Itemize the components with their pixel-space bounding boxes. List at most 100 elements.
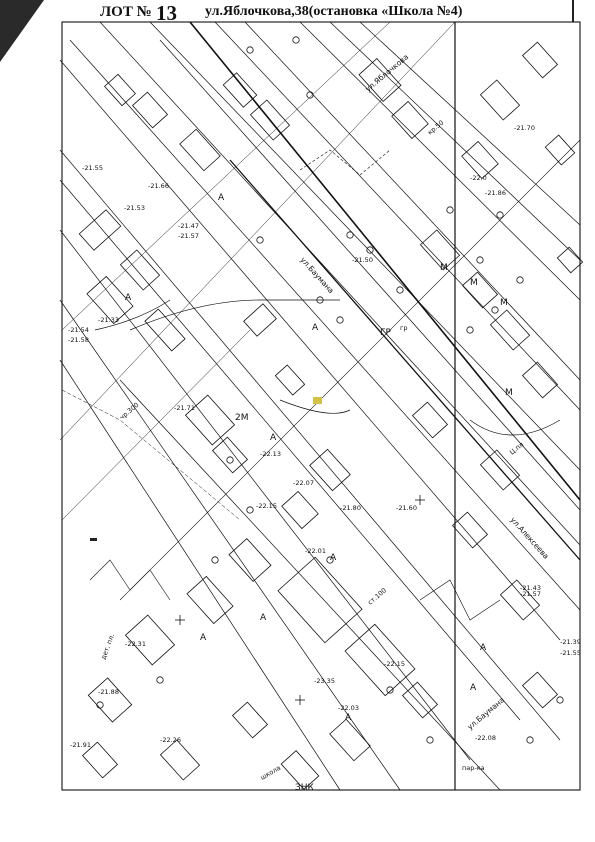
elevation-label: -21.60: [396, 504, 417, 512]
tree-symbol: [246, 506, 254, 514]
building-outline: [329, 718, 371, 762]
building-label: М: [470, 278, 478, 288]
misc-label: Ц.пл: [508, 440, 525, 456]
misc-label: пар-ка: [462, 764, 485, 772]
lot-label: ЛОТ №: [100, 4, 152, 20]
misc-label: кр.50: [426, 119, 445, 137]
tree-symbol: [326, 556, 334, 564]
building-label: М: [500, 298, 508, 308]
street-label: ул.Яблочкова: [364, 52, 411, 93]
elevation-label: -22.15: [256, 502, 277, 510]
building-label: ЗНК: [295, 783, 315, 793]
building-outline: [274, 364, 306, 396]
building-outline: [521, 41, 559, 79]
cross-line: [59, 21, 456, 441]
main-road-line: [189, 21, 581, 501]
street-edge: [119, 379, 501, 791]
building-outline: [249, 99, 291, 141]
street-edge: [149, 21, 581, 471]
building-outline: [281, 490, 319, 530]
margin-dash: [90, 538, 97, 541]
building-outline: [104, 73, 136, 107]
building-outline: [489, 309, 531, 351]
building-outline: [411, 401, 449, 439]
tree-symbol: [516, 276, 524, 284]
elevation-label: -21.91: [70, 741, 91, 749]
building-outline: [358, 58, 402, 102]
elevation-label: -22.26: [160, 736, 181, 744]
building-label: ГР: [380, 328, 391, 338]
target-marker: [313, 397, 322, 404]
building-label: М: [505, 388, 513, 398]
building-outline: [159, 739, 201, 781]
building-outline: [131, 91, 169, 129]
elevation-label: -22.31: [125, 640, 146, 648]
building-outline: [499, 579, 541, 621]
elevation-label: -22.07: [293, 479, 314, 487]
contour-curve: [94, 299, 171, 331]
building-outline: [231, 701, 269, 739]
street-edge: [359, 21, 581, 226]
building-outline: [277, 556, 363, 644]
utility-polyline: [61, 389, 241, 521]
building-outline: [280, 750, 320, 790]
street-edge: [214, 21, 581, 411]
street-edge: [244, 21, 581, 381]
tree-symbol: [292, 36, 300, 44]
elevation-label: -21.66: [148, 182, 169, 190]
building-outline: [451, 511, 489, 549]
building-outline: [401, 681, 439, 719]
tree-symbol: [496, 211, 504, 219]
main-road-line: [229, 159, 581, 561]
building-label: А: [260, 613, 267, 623]
elevation-label: -21.54: [68, 326, 89, 334]
building-outline: [78, 209, 122, 251]
building-label: 2М: [235, 413, 249, 423]
elevation-label: -22.13: [260, 450, 281, 458]
cross-line: [61, 329, 251, 521]
street-edge: [59, 299, 401, 791]
building-label: А: [218, 193, 225, 203]
tree-symbol: [476, 256, 484, 264]
tree-symbol: [466, 326, 474, 334]
tree-symbol: [446, 206, 454, 214]
building-outline: [119, 249, 161, 291]
building-outline: [144, 308, 186, 352]
utility-polyline: [419, 579, 501, 621]
elevation-label: -21.55: [560, 649, 581, 657]
building-outline: [222, 72, 258, 108]
tree-symbol: [211, 556, 219, 564]
tree-symbol: [336, 316, 344, 324]
street-edge: [59, 59, 561, 641]
elevation-label: -21.50: [352, 256, 373, 264]
utility-polyline: [89, 559, 171, 601]
building-outline: [544, 134, 576, 166]
cross-line: [61, 21, 391, 331]
building-outline: [556, 246, 584, 274]
contour-curve: [279, 399, 351, 414]
elevation-label: -22.15: [384, 660, 405, 668]
building-outline: [521, 361, 559, 399]
tree-symbol: [96, 701, 104, 709]
elevation-label: -22.0: [470, 174, 487, 182]
building-outline: [124, 614, 176, 666]
building-outline: [186, 575, 234, 625]
tree-symbol: [346, 231, 354, 239]
elevation-label: -21.70: [514, 124, 535, 132]
tree-symbol: [156, 676, 164, 684]
building-label: А: [270, 433, 277, 443]
page-corner-fold: [0, 0, 44, 62]
building-outline: [461, 140, 499, 180]
street-edge: [299, 21, 581, 301]
building-label: А: [480, 643, 487, 653]
building-outline: [179, 128, 221, 172]
building-outline: [309, 448, 351, 492]
tree-symbol: [491, 306, 499, 314]
building-label: А: [345, 713, 352, 723]
tree-symbol: [256, 236, 264, 244]
tree-symbol: [556, 696, 564, 704]
elevation-label: -21.57: [520, 590, 541, 598]
lot-number: 13: [156, 1, 177, 25]
elevation-label: -21.88: [98, 688, 119, 696]
street-edge: [59, 149, 561, 741]
